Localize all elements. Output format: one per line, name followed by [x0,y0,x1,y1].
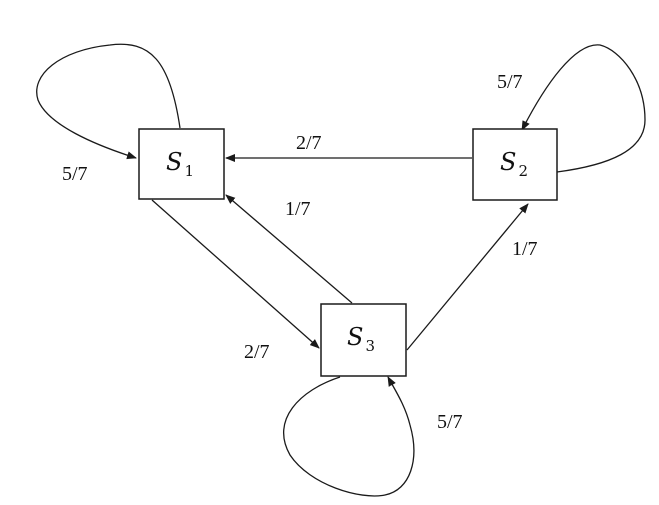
edge-label-s2-self: 5/7 [497,71,523,93]
edge-s1-self-loop [36,43,181,160]
node-s2-box [472,128,558,201]
edge-s1-to-s3 [151,199,320,349]
edge-s3-to-s1 [225,194,353,304]
edge-label-s3-to-s2: 1/7 [512,238,538,260]
edge-label-s1-self: 5/7 [62,163,88,185]
edge-label-s3-self: 5/7 [437,411,463,433]
node-s3-box [320,303,407,377]
edge-label-s1-to-s3: 2/7 [244,341,270,363]
edge-s3-to-s2 [406,203,529,351]
edge-label-s3-to-s1: 1/7 [285,198,311,220]
edge-s3-self-loop [283,376,415,497]
edge-label-s2-to-s1: 2/7 [296,132,322,154]
edge-s2-self-loop [521,44,646,173]
node-s1-box [138,128,225,200]
